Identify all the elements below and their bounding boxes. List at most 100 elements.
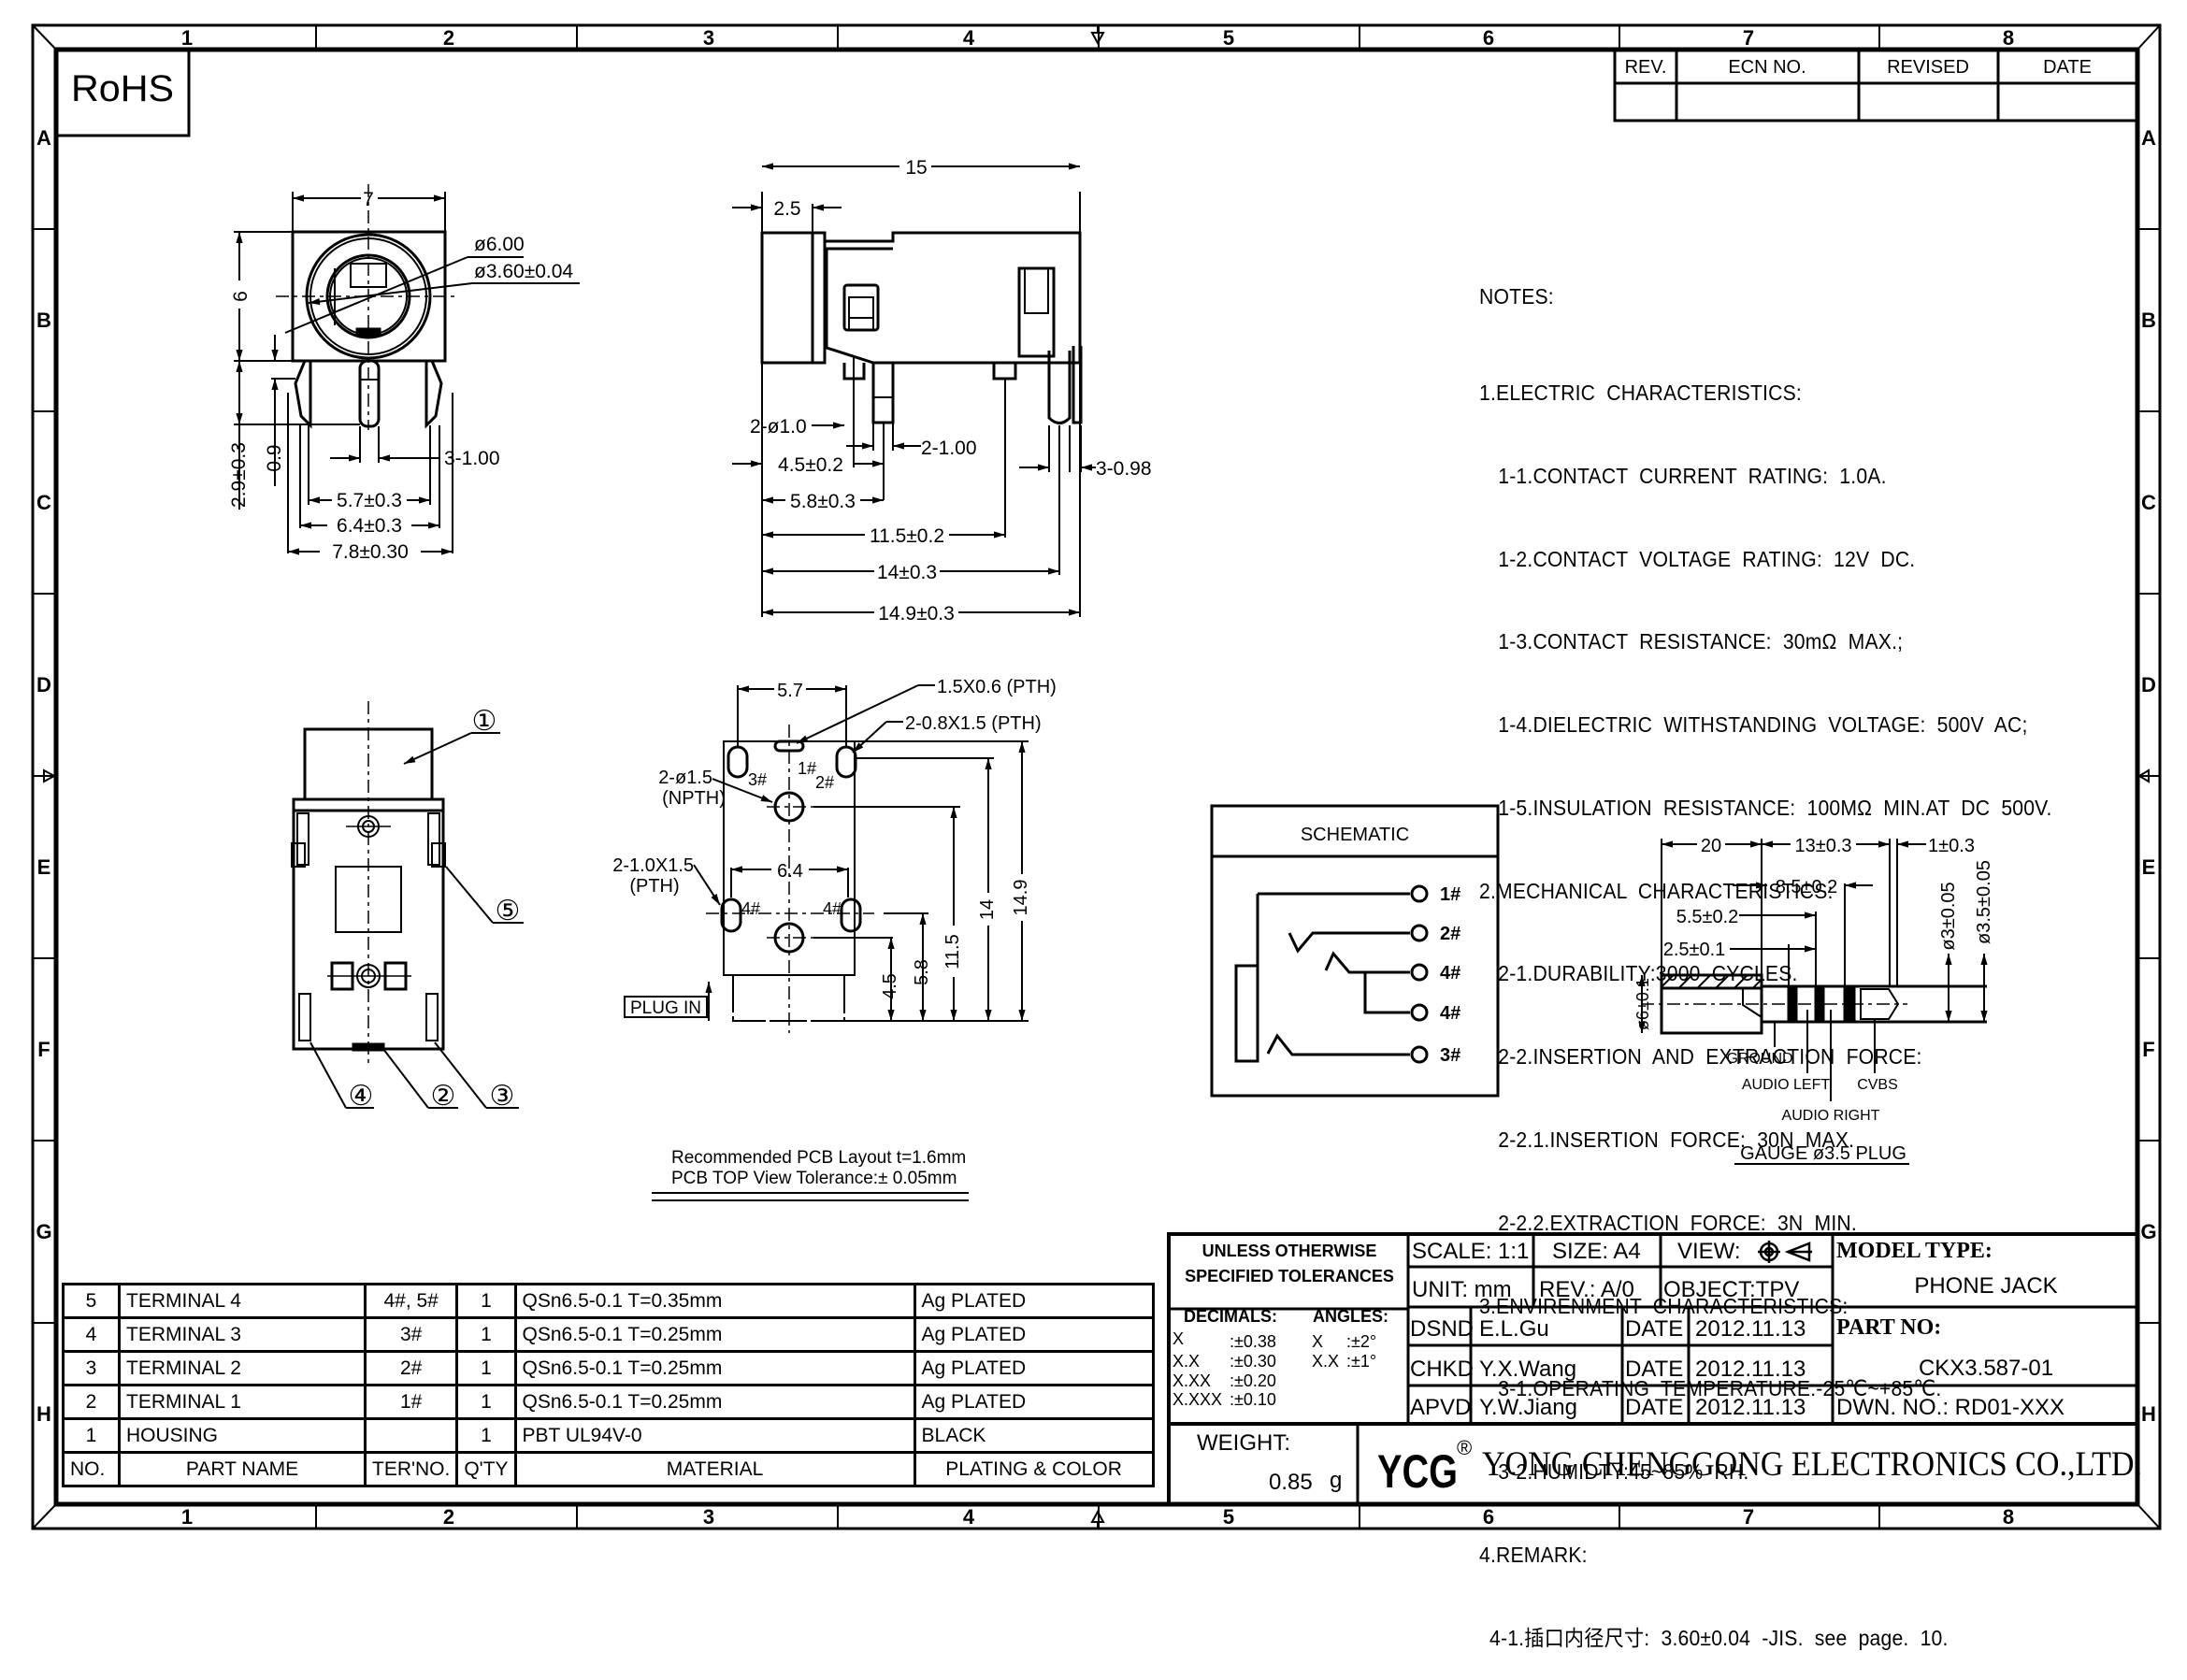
cvbs-label: CVBS [1857, 1077, 1898, 1093]
signoff-date: 2012.11.13 [1695, 1316, 1806, 1342]
callout-1: ① [472, 706, 497, 737]
dim-label: 2.9±0.3 [228, 442, 250, 508]
signoff-role: CHKD [1410, 1357, 1475, 1382]
decimal-tol: :±0.20 [1230, 1371, 1276, 1390]
dim-label: 11.5±0.2 [870, 525, 944, 547]
bom-header-no: NO. [62, 1451, 121, 1487]
note-line: 1-4.DIELECTRIC WITHSTANDING VOLTAGE: 500… [1498, 712, 2028, 738]
gauge-plug [1638, 839, 1988, 1165]
note-line: 4-1.插口内径尺寸: 3.60±0.04 -JIS. see page. 10… [1489, 1625, 1949, 1650]
side-view-dimensions: 15 2.5 2-ø1.0 2-1.00 4.5±0.2 5.8±0.3 11.… [750, 157, 1152, 625]
schematic-pin-1: 1# [1440, 884, 1460, 905]
dim-label: (PTH) [629, 876, 679, 897]
note-line: 4.REMARK: [1479, 1542, 1588, 1567]
gauge-labels: 20 13±0.3 1±0.3 8.5±0.2 5.5±0.2 2.5±0.1 … [1633, 836, 1994, 1164]
title-block-lines [1167, 1232, 2139, 1506]
drawing-sheet: 1 2 3 4 5 6 7 8 1 2 3 4 5 6 7 8 A B C D … [31, 23, 2162, 1530]
row-label: F [2142, 1038, 2154, 1061]
col-label: 6 [1483, 1505, 1494, 1529]
object: OBJECT:TPV [1663, 1277, 1800, 1302]
note-line: 3-2.HUMIDTY:45~85% RH. [1498, 1459, 1749, 1485]
dim-label: 4.5 [880, 973, 900, 999]
dim-label: 14.9±0.3 [878, 603, 955, 625]
dim-label: ø3±0.05 [1938, 882, 1959, 950]
angle-fmt: X [1312, 1332, 1324, 1351]
part-callouts: ① ⑤ ④ ② ③ [349, 706, 521, 1112]
note-line: 2-2.1.INSERTION FORCE: 30N MAX. [1498, 1127, 1855, 1152]
size: SIZE: A4 [1552, 1239, 1641, 1264]
note-line: 2-1.DURABILITY:3000 CYCLES. [1498, 961, 1798, 986]
row-label: E [37, 855, 51, 879]
col-label: 5 [1223, 26, 1234, 50]
bom-part-name: TERMINAL 3 [118, 1316, 367, 1353]
bom-no: 5 [62, 1283, 121, 1319]
notes-title: NOTES: [1479, 284, 1554, 309]
dim-label: 1.5X0.6 (PTH) [937, 677, 1057, 697]
svg-text:YCG: YCG [1377, 1445, 1458, 1498]
front-view-dimensions: 7 6 ø6.00 ø3.60±0.04 3-1.00 5.7±0.3 6.4±… [228, 189, 573, 563]
signoff-date: 2012.11.13 [1695, 1357, 1806, 1382]
bom-qty: 1 [455, 1316, 517, 1353]
bom-qty: 1 [455, 1417, 517, 1454]
bom-material: QSn6.5-0.1 T=0.25mm [513, 1316, 916, 1353]
row-label: E [2142, 855, 2156, 879]
bom-qty: 1 [455, 1384, 517, 1420]
bom-header-plating: PLATING & COLOR [913, 1451, 1155, 1487]
view-label: VIEW: [1677, 1239, 1741, 1264]
dim-label: 5.8±0.3 [790, 491, 856, 512]
side-view [732, 163, 1096, 617]
row-label: A [36, 126, 51, 150]
dim-label: ø3.60±0.04 [474, 261, 573, 282]
row-label: C [2141, 491, 2156, 514]
unit: UNIT: mm [1412, 1277, 1512, 1302]
dim-label: 5.5±0.2 [1676, 907, 1739, 927]
decimal-tol: :±0.30 [1230, 1352, 1276, 1371]
dim-label: 8.5±0.2 [1776, 877, 1838, 897]
decimal-tol: :±0.10 [1230, 1390, 1276, 1409]
note-line: 1.ELECTRIC CHARACTERISTICS: [1479, 380, 1802, 405]
schematic-pin-4: 4# [1440, 963, 1460, 984]
dim-label: 5.8 [912, 959, 932, 985]
bom-row: 2 TERMINAL 1 1# 1 QSn6.5-0.1 T=0.25mm Ag… [62, 1384, 1155, 1420]
col-label: 2 [443, 1505, 454, 1529]
note-line: 1-3.CONTACT RESISTANCE: 30mΩ MAX.; [1498, 629, 1904, 654]
company-name: YONG CHENGGONG ELECTRONICS CO.,LTD. [1482, 1445, 2143, 1484]
decimals-label: DECIMALS: [1184, 1307, 1277, 1326]
pcb-caption-2: PCB TOP View Tolerance:± 0.05mm [671, 1169, 957, 1188]
col-label: 4 [963, 1505, 975, 1529]
bom-plating: Ag PLATED [913, 1316, 1155, 1353]
bom-plating: Ag PLATED [913, 1350, 1155, 1386]
notes-block: NOTES: 1.ELECTRIC CHARACTERISTICS: 1-1.C… [1479, 228, 2052, 1680]
pin-label-1: 1# [798, 759, 816, 778]
signoff-role: APVD [1410, 1395, 1472, 1420]
company-logo: YCG ® [1377, 1436, 1472, 1498]
bom-material: QSn6.5-0.1 T=0.25mm [513, 1350, 916, 1386]
bom-material: QSn6.5-0.1 T=0.25mm [513, 1384, 916, 1420]
bom-no: 2 [62, 1384, 121, 1420]
bom-row: 5 TERMINAL 4 4#, 5# 1 QSn6.5-0.1 T=0.35m… [62, 1283, 1155, 1319]
signoff-date-label: DATE [1625, 1316, 1684, 1342]
sheet-border [31, 23, 2162, 1530]
decimal-fmt: X [1173, 1329, 1185, 1348]
dim-label: ø3.5±0.05 [1974, 860, 1994, 944]
part-no: CKX3.587-01 [1918, 1356, 2054, 1381]
signoff-date-label: DATE [1625, 1395, 1684, 1420]
bom-row: 1 HOUSING 1 PBT UL94V-0 BLACK [62, 1417, 1155, 1454]
row-label: H [36, 1402, 51, 1426]
dim-label: (NPTH) [662, 788, 726, 809]
col-label: 5 [1223, 1505, 1234, 1529]
dim-label: 7.8±0.30 [332, 541, 409, 563]
dim-label: 14±0.3 [877, 562, 937, 583]
signoff-name: Y.X.Wang [1479, 1357, 1577, 1382]
dim-label: ø6.00 [474, 234, 525, 255]
row-label: H [2141, 1402, 2156, 1426]
note-line: 2-2.INSERTION AND EXTRACTION FORCE: [1498, 1044, 1922, 1070]
angle-tol: :±1° [1346, 1352, 1377, 1371]
dim-label: 14 [977, 899, 998, 920]
bill-of-materials: 5 TERMINAL 4 4#, 5# 1 QSn6.5-0.1 T=0.35m… [62, 1283, 1155, 1487]
signoff-role: DSND [1410, 1316, 1475, 1342]
bom-qty: 1 [455, 1283, 517, 1319]
scale: SCALE: 1:1 [1412, 1239, 1530, 1264]
row-label: G [36, 1220, 51, 1243]
part-no-label: PART NO: [1836, 1315, 1942, 1340]
